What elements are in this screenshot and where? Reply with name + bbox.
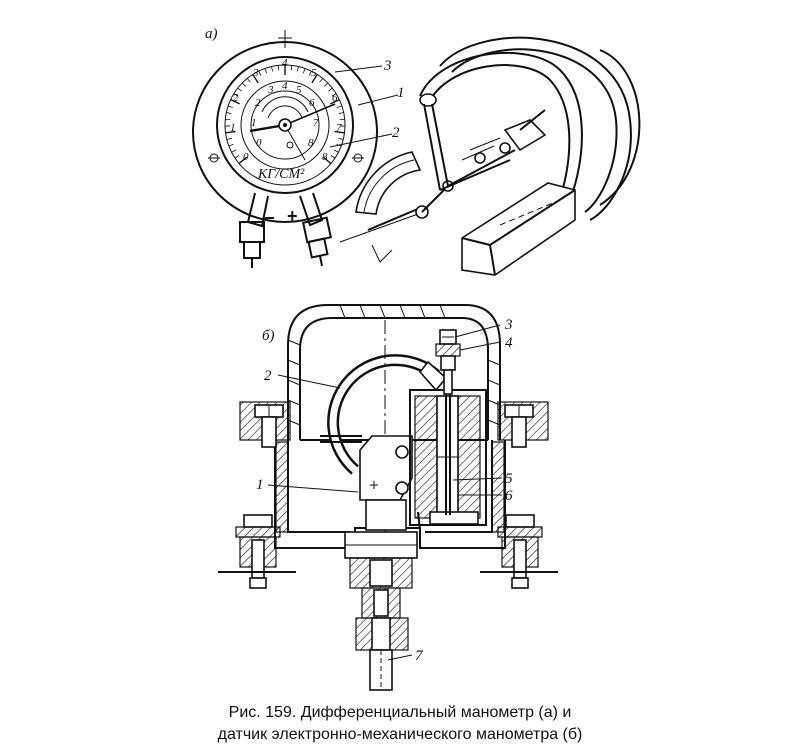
dial-tick	[231, 149, 237, 153]
figure-caption: Рис. 159. Дифференциальный манометр (а) …	[0, 702, 800, 746]
inner-scale-number: 6	[309, 97, 315, 109]
pressure-fitting	[344, 531, 418, 691]
inner-scale-number: 0	[256, 137, 262, 149]
dial-tick	[338, 112, 344, 114]
caption-line-2: датчик электронно-механического манометр…	[217, 726, 583, 743]
caption-line-1: Рис. 159. Дифференциальный манометр (а) …	[228, 704, 572, 721]
part-b-callout-3: 3	[504, 317, 513, 333]
dial-tick	[338, 137, 344, 140]
outer-scale-number: 5	[311, 67, 317, 79]
dial-tick	[337, 105, 343, 108]
dial-tick	[322, 156, 332, 165]
part-b-callout-1: 1	[256, 477, 264, 493]
dial-scale-ticks	[225, 65, 345, 165]
outer-scale-number: 2	[233, 92, 239, 104]
dial-tick	[228, 143, 234, 147]
outer-scale-number: 8	[322, 151, 328, 163]
inner-scale-number: 8	[308, 137, 314, 149]
bourdon-spring	[320, 354, 448, 475]
inner-scale-numbers: 0 1 2 3 4 5 6 7 8	[251, 80, 319, 149]
dial-tick	[233, 93, 239, 97]
dial-tick	[330, 155, 336, 159]
dial-tick	[319, 78, 324, 83]
part-a-callout-1: 1	[397, 85, 405, 101]
dial-tick	[225, 130, 236, 134]
dial-tick	[290, 65, 293, 71]
part-b-callout-6: 6	[505, 488, 513, 504]
dial-tick	[258, 70, 262, 76]
part-b-callout-4: 4	[505, 335, 513, 351]
inner-scale-number: 4	[282, 80, 288, 92]
dial-unit: КГ/СМ²	[257, 167, 305, 182]
dial-tick	[241, 82, 247, 87]
dial-tick	[330, 99, 340, 105]
dial-tick	[238, 156, 248, 165]
outer-scale-number: 0	[243, 151, 249, 163]
dial-tick	[302, 68, 306, 74]
part-a-callout-3: 3	[383, 58, 392, 74]
mounting-studs	[218, 514, 558, 589]
terminal-plus-sign: +	[287, 206, 298, 226]
adjusting-screw	[435, 329, 461, 515]
part-a-drawing: а) 0 1 2 3 4 5 6 7	[192, 26, 641, 276]
inner-scale-number: 3	[267, 84, 274, 96]
dial-tick	[237, 87, 242, 92]
dial-tick	[264, 68, 268, 74]
technical-drawing: а) 0 1 2 3 4 5 6 7	[192, 26, 641, 691]
part-b-callout-2: 2	[264, 368, 272, 384]
part-b-leaders	[267, 324, 503, 661]
dial-tick	[252, 74, 259, 84]
outer-scale-number: 6	[332, 92, 338, 104]
inner-scale-number: 1	[251, 117, 257, 129]
tube-holder	[359, 320, 413, 680]
outer-scale-number: 7	[336, 122, 342, 134]
gauge-pointers	[249, 96, 336, 161]
sector-mechanism	[339, 151, 454, 263]
dial-tick	[328, 87, 333, 92]
dial-tick	[227, 105, 233, 108]
dial-tick	[230, 99, 240, 105]
dial-tick	[234, 155, 240, 159]
part-a-callout-2: 2	[392, 125, 400, 141]
mounting-block	[461, 182, 576, 276]
terminal-minus-sign: −	[264, 208, 275, 228]
outer-scale-number: 3	[252, 67, 259, 79]
part-b-label: б)	[262, 328, 275, 344]
dial-tick	[331, 93, 337, 97]
part-a-leaders	[329, 65, 399, 148]
part-b-callout-7: 7	[415, 648, 424, 664]
outer-scale-number: 1	[230, 122, 236, 134]
inner-scale-number: 7	[313, 117, 319, 129]
dial-tick	[333, 149, 339, 153]
gauge-body	[192, 30, 378, 223]
inner-scale-number: 5	[296, 84, 302, 96]
part-b-drawing: б)	[218, 304, 558, 691]
dial-tick	[323, 82, 329, 87]
dial-tick	[246, 78, 251, 83]
cover-screws	[254, 404, 534, 448]
dial-tick	[334, 130, 345, 134]
part-b-callout-5: 5	[505, 471, 513, 487]
terminal-connectors	[239, 192, 333, 268]
bourdon-tube	[419, 36, 641, 221]
coil-assembly	[409, 389, 487, 531]
dial-tick	[296, 66, 299, 72]
dial-tick	[226, 137, 232, 140]
dial-tick	[311, 74, 318, 84]
part-a-label: а)	[205, 26, 218, 42]
dial-tick	[226, 112, 232, 114]
dial-tick	[271, 66, 274, 72]
outer-scale-numbers: 0 1 2 3 4 5 6 7 8	[230, 57, 342, 163]
outer-scale-number: 4	[282, 57, 288, 69]
dial-tick	[308, 70, 312, 76]
dial-tick	[277, 65, 280, 71]
inner-scale-number: 2	[255, 97, 261, 109]
